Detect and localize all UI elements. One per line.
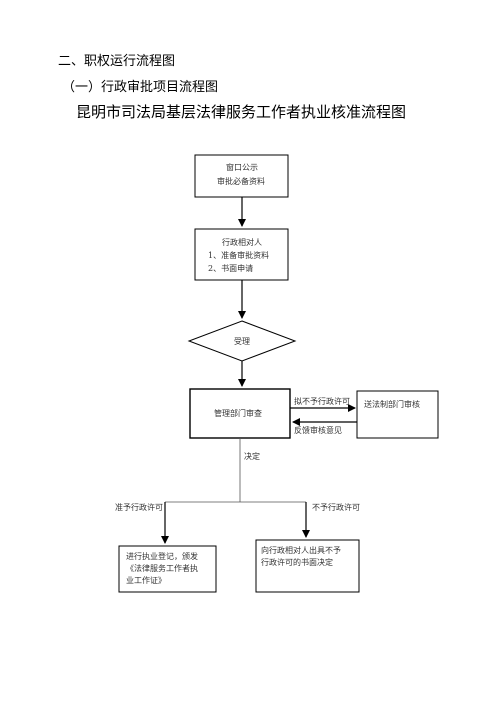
node-legal-label: 送法制部门审核 <box>364 399 420 409</box>
node-grant-line2: 《法律服务工作者执 <box>126 563 198 573</box>
node-review-label: 管理部门审查 <box>214 408 262 418</box>
node-window-line2: 审批必备资料 <box>217 176 265 186</box>
edge-label-approve: 准予行政许可 <box>115 502 163 512</box>
node-grant-line3: 业工作证》 <box>126 575 166 585</box>
edge-label-reject: 不予行政许可 <box>312 502 360 512</box>
node-window-line1: 窗口公示 <box>226 162 258 172</box>
node-applicant-line2: 1、准备审批资料 <box>208 250 269 260</box>
subsection-heading: （一）行政审批项目流程图 <box>62 80 219 95</box>
node-applicant-line1: 行政相对人 <box>222 237 262 247</box>
node-grant-license <box>118 545 217 593</box>
node-deny-decision <box>255 539 360 593</box>
node-applicant-line3: 2、书面申请 <box>208 263 253 273</box>
node-management-review <box>189 388 291 439</box>
node-deny-line1: 向行政相对人出具不予 <box>261 545 341 555</box>
edge-label-decision: 决定 <box>244 451 260 461</box>
flowchart-title: 昆明市司法局基层法律服务工作者执业核准流程图 <box>76 103 407 121</box>
node-deny-line2: 行政许可的书面决定 <box>261 557 333 567</box>
edge-label-to-legal: 拟不予行政许可 <box>294 396 350 406</box>
node-accept-label: 受理 <box>234 336 250 346</box>
node-legal-review <box>356 390 439 439</box>
node-grant-line1: 进行执业登记，颁发 <box>126 551 198 561</box>
node-window-publicity <box>194 154 289 198</box>
section-heading: 二、职权运行流程图 <box>58 54 176 69</box>
edge-label-from-legal: 反馈审核意见 <box>294 425 342 435</box>
